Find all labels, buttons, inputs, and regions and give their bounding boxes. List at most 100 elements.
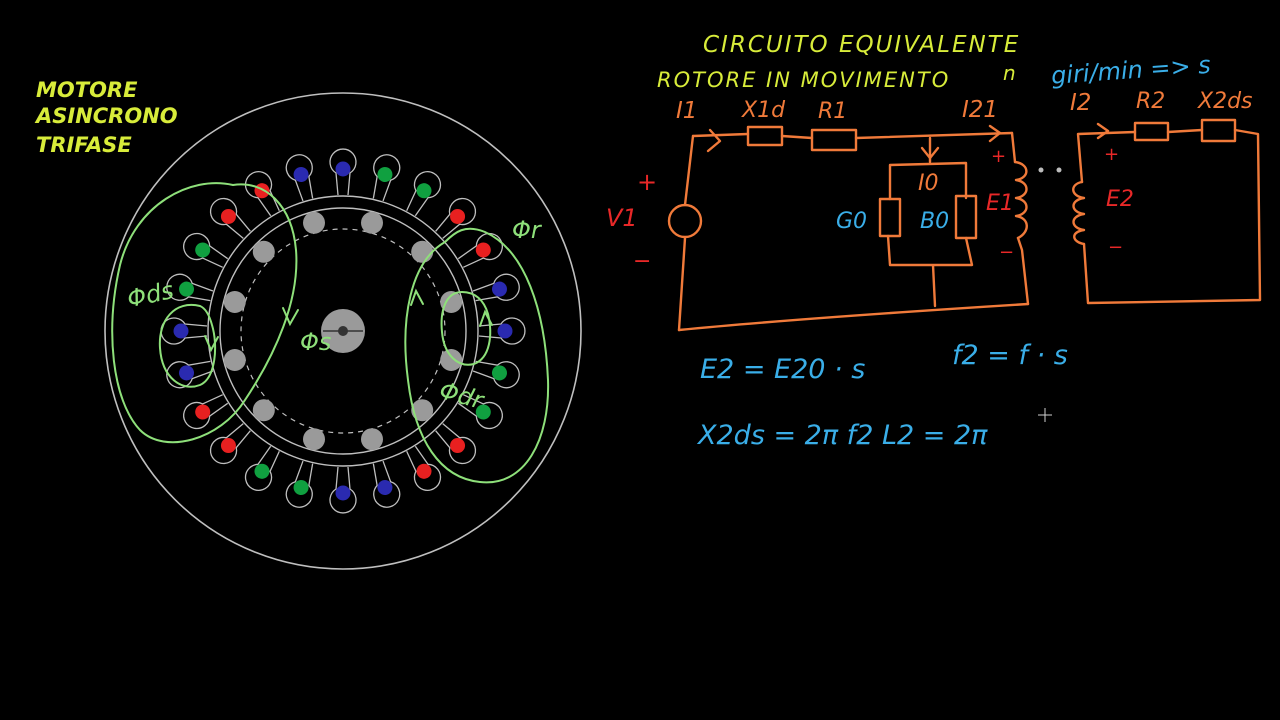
label-v1-plus: + [637,168,657,196]
motor-title-line-2: ASINCRONO [34,104,178,128]
stator-outer-ring [104,92,582,570]
stator-slot [435,197,477,239]
stator-conductor [491,365,507,381]
rotor-bar [252,240,275,263]
motor-cross-section [104,92,582,570]
flux-label-stator-leak: Φds [125,276,176,313]
equivalent-circuit [667,118,1262,332]
stator-conductor [335,485,351,501]
stator-conductor [450,438,466,454]
flux-label-rotor-main: Φr [512,216,543,244]
stator-slot [406,445,442,491]
leak-flux-arrow-left [204,335,219,353]
arrow-i21 [988,124,1002,143]
stator-slots [160,148,526,514]
stator-slot [457,232,503,268]
rotor-bar [303,428,325,451]
stator-slot [372,460,401,508]
stator-conductor [173,323,189,339]
label-x1d: X1d [741,98,786,123]
stator-slot [183,394,229,430]
stator-conductor [377,479,393,495]
label-e2-minus: − [1108,237,1123,258]
stator-slot [166,273,214,302]
circuit-labels: I1 X1d R1 I21 I2 R2 X2ds V1 + − I0 G0 B0… [606,89,1253,274]
stator-slot [209,423,251,465]
stator-conductor [179,365,195,381]
label-v1: V1 [606,204,638,232]
stator-slot [329,466,357,514]
main-flux-line-left [111,182,298,444]
rotor-bar [223,349,246,371]
slip-note: giri/min => s [1050,51,1211,90]
equation-x2ds: X2ds = 2π f2 L2 = 2π [696,420,988,451]
label-i21: I21 [962,97,998,123]
stator-conductor [335,161,351,177]
stator-conductor [195,242,211,258]
leak-flux-stator-left [158,303,217,388]
rotor-bar [252,399,275,422]
circuit-subtitle: ROTORE IN MOVIMENTO [657,68,950,92]
stator-slot [329,148,357,196]
coupling-dot-2 [1056,167,1062,173]
flux-label-air-gap: Φs [300,328,331,356]
arrow-i1 [706,128,722,153]
stator-slot [209,197,251,239]
primary-wire-bottom [677,302,1030,332]
arrow-i2 [1096,122,1110,140]
stator-conductor [475,242,491,258]
equation-f2: f2 = f · s [952,340,1068,371]
stator-conductor [450,208,466,224]
magnetizing-branch-wire [886,136,974,308]
stator-conductor [293,479,309,495]
label-r1: R1 [818,99,847,124]
primary-wire-left [677,134,695,332]
rotor-bar [361,211,383,234]
stator-conductor [416,183,432,199]
circuit-headings: CIRCUITO EQUIVALENTE ROTORE IN MOVIMENTO… [657,32,1212,92]
arrow-i0 [920,146,940,160]
label-e1-minus: − [999,242,1014,263]
motor-title-line-3: TRIFASE [36,133,132,157]
resistor-r1 [810,128,858,152]
stator-inner-ring [207,195,479,467]
main-flux-line-right [404,227,550,484]
flux-lines: Φs Φds Φr Φdr [111,182,550,484]
stator-slot [244,445,280,491]
stator-slot [406,171,442,217]
label-g0: G0 [836,209,867,234]
resistor-b0 [954,194,978,240]
stator-conductor [293,167,309,183]
stator-slot [183,232,229,268]
resistor-g0 [878,197,902,238]
leak-flux-arrow-right [479,309,493,327]
rotor-bar [440,291,463,313]
rotor-bar [411,399,434,422]
primary-wire-top [691,131,1014,140]
equation-e2: E2 = E20 · s [700,354,865,385]
stator-conductor [179,281,195,297]
cursor-crosshair [1038,408,1052,422]
rotor-bar [361,428,383,451]
label-r2: R2 [1136,89,1165,114]
label-b0: B0 [920,209,949,234]
stator-conductor [491,281,507,297]
flux-arrow-left [282,307,299,327]
label-e1-plus: + [991,146,1006,167]
rotor-bars [223,211,463,451]
speed-symbol: n [1003,61,1016,85]
rotor-outer-ring [219,207,467,455]
stator-slot [166,360,214,389]
stator-slot [160,317,208,345]
rotor-bar [223,291,246,313]
stator-conductor [475,404,491,420]
resistor-x1d [746,125,784,147]
stator-conductor [195,404,211,420]
label-x2ds: X2ds [1197,89,1253,114]
primary-wire-right [1010,131,1030,306]
stator-slot [472,360,520,389]
stator-conductor [416,463,432,479]
secondary-coil [1072,180,1086,246]
primary-coil [1013,160,1028,240]
rotor-bar [303,211,325,234]
